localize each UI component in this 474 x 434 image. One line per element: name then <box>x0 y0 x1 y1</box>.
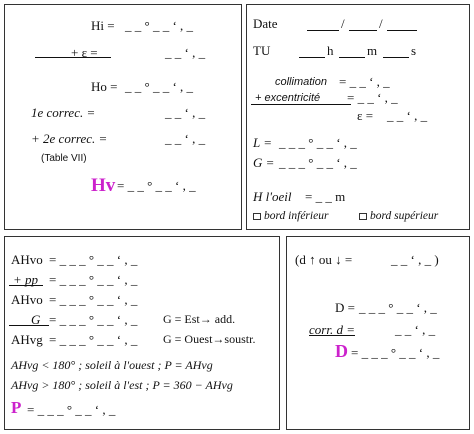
rule-ouest: G = Ouest→soustr. <box>163 332 256 346</box>
checkbox-bord-superieur[interactable] <box>359 212 367 220</box>
dd-label: D <box>335 341 348 361</box>
collimation-label: collimation <box>275 76 327 88</box>
d-variation-value[interactable]: _ _ ‘ , _ ) <box>391 252 439 267</box>
pp-label: + pp <box>13 272 39 287</box>
condition-ouest: AHvg < 180° ; soleil à l'ouest ; P = AHv… <box>11 358 213 372</box>
ho-value[interactable]: _ _ ° _ _ ‘ , _ <box>125 79 194 94</box>
ahvo1-label: AHvo <box>11 252 43 267</box>
tu-h-unit: h <box>327 43 334 58</box>
d-variation-label: (d ↑ ou ↓ = <box>295 252 353 267</box>
d-value[interactable]: _ _ _ ° _ _ ‘ , _ <box>359 300 437 315</box>
corr-d-label: corr. d = <box>309 322 355 337</box>
checkbox-bord-inferieur[interactable] <box>253 212 261 220</box>
collimation-value[interactable]: = _ _ ‘ , _ <box>339 74 390 89</box>
ahvo1-value[interactable]: = _ _ _ ° _ _ ‘ , _ <box>49 252 138 267</box>
corr-d-value[interactable]: _ _ ‘ , _ <box>395 322 436 337</box>
excentricite-label: + excentricité <box>255 92 321 104</box>
pp-underline <box>9 285 43 286</box>
ho-label: Ho = <box>91 79 118 94</box>
g-value[interactable]: = _ _ _ ° _ _ ‘ , _ <box>49 312 138 327</box>
tu-label: TU <box>253 43 271 58</box>
d-label: D = <box>335 300 355 315</box>
table-note: (Table VII) <box>41 153 87 164</box>
box-declinaison: (d ↑ ou ↓ = _ _ ‘ , _ ) D = _ _ _ ° _ _ … <box>286 236 470 430</box>
g-underline <box>9 325 49 326</box>
date-label: Date <box>253 16 278 31</box>
hi-value[interactable]: _ _ ° _ _ ‘ , _ <box>125 18 194 33</box>
bord-superieur-option[interactable]: bord supérieur <box>359 209 438 224</box>
tu-seconds-field[interactable] <box>383 57 409 58</box>
tu-s-unit: s <box>411 43 417 58</box>
eps-value[interactable]: _ _ ‘ , _ <box>165 45 206 60</box>
dd-value[interactable]: = _ _ _ ° _ _ ‘ , _ <box>351 345 440 360</box>
oeil-label: H l'oeil <box>253 189 292 204</box>
tu-hours-field[interactable] <box>299 57 325 58</box>
bord-inferieur-option[interactable]: bord inférieur <box>253 209 328 224</box>
eps-underline <box>35 57 111 58</box>
g-label: G = <box>253 155 275 170</box>
tu-m-unit: m <box>367 43 378 58</box>
date-month-field[interactable] <box>349 30 377 31</box>
corr2-value[interactable]: _ _ ‘ , _ <box>165 131 206 146</box>
eps-label: + ε = <box>71 45 98 60</box>
l-label: L = <box>253 135 273 150</box>
hv-value[interactable]: = _ _ ° _ _ ‘ , _ <box>117 178 196 193</box>
hv-label: Hv <box>91 175 116 196</box>
corr1-label: 1e correc. = <box>31 105 96 120</box>
g-value[interactable]: _ _ _ ° _ _ ‘ , _ <box>279 155 357 170</box>
p-label: P <box>11 398 22 417</box>
rule-est: G = Est→ add. <box>163 312 236 326</box>
hi-label: Hi = <box>91 18 115 33</box>
condition-est: AHvg > 180° ; soleil à l'est ; P = 360 −… <box>11 378 233 392</box>
g-label: G <box>31 312 41 327</box>
ahvg-label: AHvg <box>11 332 43 347</box>
corr2-label: + 2e correc. = <box>31 131 108 146</box>
date-day-field[interactable] <box>307 30 339 31</box>
epsilon-value[interactable]: _ _ ‘ , _ <box>387 108 428 123</box>
p-value[interactable]: = _ _ _ ° _ _ ‘ , _ <box>27 402 116 417</box>
corr1-value[interactable]: _ _ ‘ , _ <box>165 105 206 120</box>
date-sep-1: / <box>341 16 345 31</box>
excentricite-value[interactable]: = _ _ ‘ , _ <box>347 90 398 105</box>
epsilon-label: ε = <box>357 108 374 123</box>
ahvg-value[interactable]: = _ _ _ ° _ _ ‘ , _ <box>49 332 138 347</box>
pp-value[interactable]: = _ _ _ ° _ _ ‘ , _ <box>49 272 138 287</box>
excentricite-underline <box>251 104 351 105</box>
l-value[interactable]: _ _ _ ° _ _ ‘ , _ <box>279 135 357 150</box>
tu-minutes-field[interactable] <box>339 57 365 58</box>
date-year-field[interactable] <box>387 30 417 31</box>
ahvo2-value[interactable]: = _ _ _ ° _ _ ‘ , _ <box>49 292 138 307</box>
oeil-value[interactable]: = _ _ m <box>305 189 346 204</box>
box-angle-horaire: AHvo = _ _ _ ° _ _ ‘ , _ + pp = _ _ _ ° … <box>4 236 280 430</box>
ahvo2-label: AHvo <box>11 292 43 307</box>
box-hauteur: Hi = _ _ ° _ _ ‘ , _ + ε = _ _ ‘ , _ Ho … <box>4 4 242 230</box>
box-datetime-position: Date / / TU h m s collimation = _ _ ‘ , … <box>246 4 470 230</box>
date-sep-2: / <box>379 16 383 31</box>
